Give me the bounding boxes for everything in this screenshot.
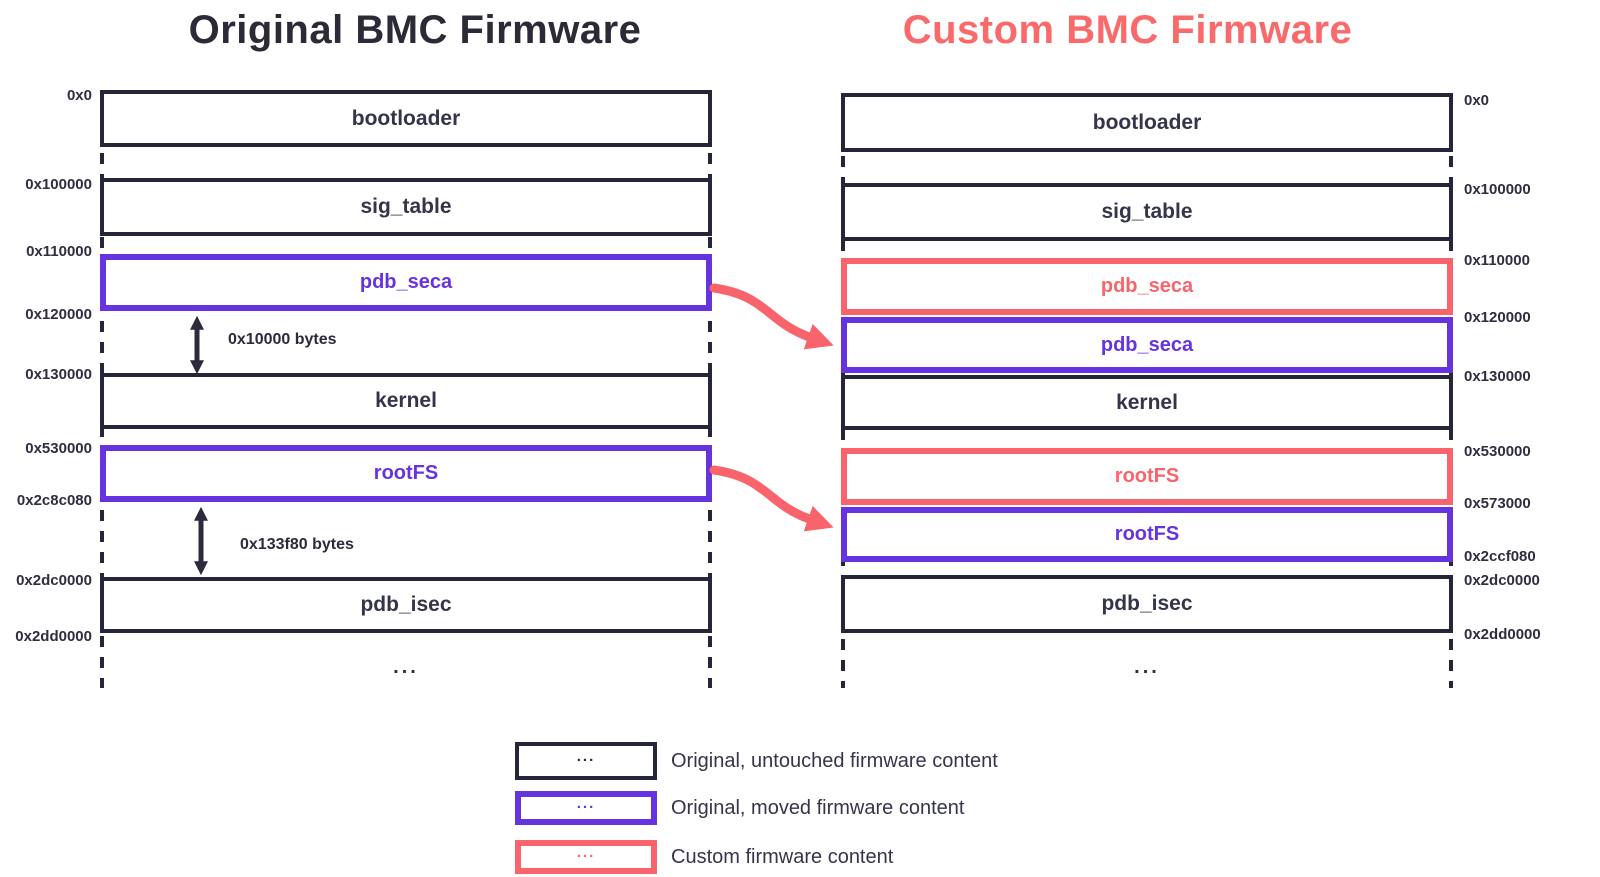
legend-label-moved: Original, moved firmware content [671,796,965,819]
gap-size-label-rootfs: 0x133f80 bytes [240,536,354,553]
left-segment-kernel: kernel [100,373,712,429]
left-segment-sig-table: sig_table [100,178,712,236]
left-address-0x120000: 0x120000 [25,306,92,323]
left-address-0x530000: 0x530000 [25,440,92,457]
move-arrow-rootfs [709,465,834,532]
right-segment-pdb-isec: pdb_isec [841,575,1453,633]
right-address-0x120000: 0x120000 [1464,309,1531,326]
right-address-0x530000: 0x530000 [1464,443,1531,460]
left-address-0x2c8c080: 0x2c8c080 [16,492,92,509]
right-address-0x100000: 0x100000 [1464,181,1531,198]
custom-firmware-title: Custom BMC Firmware [902,8,1353,52]
left-address-0x110000: 0x110000 [26,243,92,260]
right-address-0x0: 0x0 [1464,92,1490,109]
legend-label-custom: Custom firmware content [671,845,894,868]
right-segment-pdb-seca-custom: pdb_seca [841,258,1453,315]
right-segment-bootloader: bootloader [841,93,1453,152]
left-segment-bootloader: bootloader [100,90,712,147]
legend-item-custom: ... Custom firmware content [515,840,893,874]
left-address-0x130000: 0x130000 [25,366,92,383]
left-segment-pdb-seca: pdb_seca [100,254,712,311]
right-segment-rootfs-custom: rootFS [841,448,1453,505]
move-arrow-pdb-seca [709,283,834,350]
right-address-0x130000: 0x130000 [1464,368,1531,385]
left-address-0x0: 0x0 [66,87,92,104]
left-address-0x2dd0000: 0x2dd0000 [15,628,92,645]
original-firmware-title: Original BMC Firmware [188,8,642,52]
right-address-0x573000: 0x573000 [1464,495,1531,512]
right-column-ellipsis: ... [1134,656,1160,678]
legend-swatch-ellipsis: ... [576,747,596,765]
legend-swatch-ellipsis: ... [576,843,596,861]
right-address-0x110000: 0x110000 [1464,252,1530,269]
left-address-0x100000: 0x100000 [25,176,92,193]
right-address-0x2ccf080: 0x2ccf080 [1464,548,1536,565]
legend-label-untouched: Original, untouched firmware content [671,749,998,772]
left-segment-pdb-isec: pdb_isec [100,577,712,633]
right-address-0x2dd0000: 0x2dd0000 [1464,626,1541,643]
legend-swatch-moved: ... [515,791,657,825]
right-segment-pdb-seca-moved: pdb_seca [841,317,1453,373]
legend-swatch-ellipsis: ... [576,794,596,812]
right-segment-kernel: kernel [841,375,1453,430]
legend-swatch-untouched: ... [515,742,657,780]
legend-item-moved: ... Original, moved firmware content [515,791,964,825]
right-segment-rootfs-moved: rootFS [841,507,1453,562]
gap-size-label-pdb-seca: 0x10000 bytes [228,331,337,348]
right-segment-sig-table: sig_table [841,183,1453,241]
left-column-ellipsis: ... [393,656,419,678]
left-address-0x2dc0000: 0x2dc0000 [16,572,92,589]
legend-swatch-custom: ... [515,840,657,874]
right-address-0x2dc0000: 0x2dc0000 [1464,572,1540,589]
left-segment-rootfs: rootFS [100,445,712,502]
legend-item-untouched: ... Original, untouched firmware content [515,742,998,780]
